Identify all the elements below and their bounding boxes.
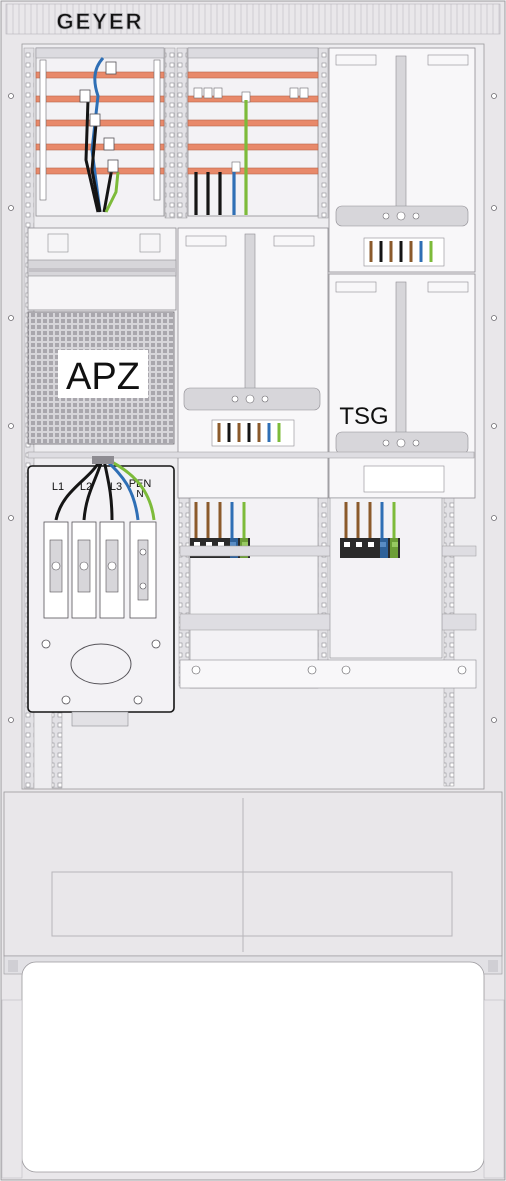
terminal-label-l1: L1 (52, 481, 64, 493)
din-rail-panel-left (27, 227, 177, 311)
meter-panel-tsg: TSG (328, 273, 476, 499)
apz-label: APZ (66, 356, 140, 398)
supply-wires-middle (194, 100, 248, 215)
lower-compartment (3, 791, 503, 975)
terminal-clamps-left (79, 61, 119, 173)
terminal-area-right (329, 497, 443, 659)
main-fuse-carrier: L1 L2 L3 PEN N (27, 456, 175, 727)
plinth-opening (1, 961, 505, 1179)
busbar-compartment-left (35, 47, 165, 217)
terminal-label-l2: L2 (80, 481, 92, 493)
top-grille (5, 3, 501, 35)
separator-strip (27, 451, 475, 459)
supply-wires-left (84, 56, 120, 213)
tsg-label: TSG (339, 403, 388, 430)
enclosure-screws (8, 93, 497, 723)
busbar-compartment-middle (187, 47, 319, 217)
terminal-label-n: N (136, 489, 143, 500)
terminal-label-l3: L3 (110, 481, 122, 493)
meter-panel-top-right (328, 47, 476, 273)
brand-logo: GEYER (56, 9, 143, 34)
apz-module: APZ (27, 311, 175, 445)
